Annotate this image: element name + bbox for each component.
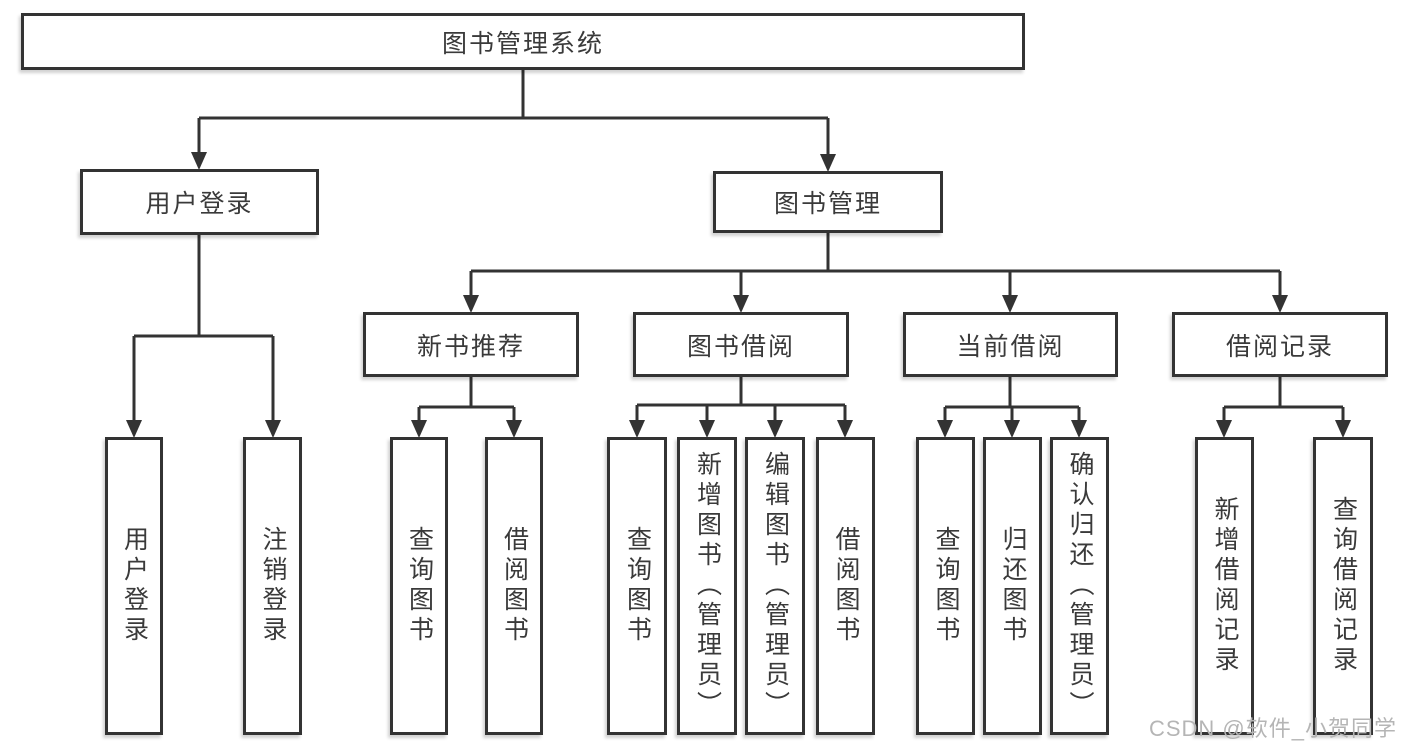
node-label: 图书管理系统 [441,29,604,58]
node-label: 查询图书 [405,526,434,646]
node-add-borrow-record: 新增借阅记录 [1195,437,1254,735]
node-label: 编辑图书（管理员） [761,451,790,721]
node-label: 借阅图书 [832,526,860,646]
node-label: 用户登录 [120,526,149,646]
node-confirm-return-admin: 确认归还（管理员） [1050,437,1109,735]
node-label: 当前借阅 [956,332,1065,361]
node-label: 借阅记录 [1225,332,1334,361]
node-label: 新增借阅记录 [1211,496,1239,676]
node-edit-books-admin: 编辑图书（管理员） [745,437,805,735]
arrowheads [126,152,1351,438]
node-borrow-books-action: 借阅图书 [816,437,875,735]
node-user-login: 用户登录 [80,169,319,235]
node-label: 注销登录 [259,526,287,646]
node-label: 归还图书 [999,526,1027,646]
node-book-borrowing: 图书借阅 [633,312,849,377]
node-label: 图书借阅 [686,332,795,361]
node-label: 确认归还（管理员） [1066,451,1094,721]
node-query-books-borrowing: 查询图书 [607,437,667,735]
node-label: 用户登录 [145,190,254,218]
node-borrowing-records: 借阅记录 [1172,312,1388,377]
node-label: 查询借阅记录 [1329,496,1358,676]
node-label: 查询图书 [932,526,960,646]
node-label: 新增图书（管理员） [693,451,722,721]
csdn-watermark: CSDN @软件_小贺同学 [1148,716,1397,741]
node-label: 新书推荐 [416,332,525,361]
node-query-books-current: 查询图书 [916,437,975,735]
node-new-book-recommend: 新书推荐 [363,312,579,377]
node-add-books-admin: 新增图书（管理员） [677,437,737,735]
node-label: 借阅图书 [500,526,529,646]
node-library-system: 图书管理系统 [21,13,1025,70]
node-user-login-action: 用户登录 [105,437,163,735]
node-label: 图书管理 [773,190,882,218]
node-logout-action: 注销登录 [243,437,302,735]
node-query-borrow-record: 查询借阅记录 [1313,437,1373,735]
node-current-borrowing: 当前借阅 [903,312,1118,377]
node-book-management: 图书管理 [713,171,943,233]
node-query-books-recommend: 查询图书 [390,437,448,735]
node-label: 查询图书 [623,526,652,646]
node-return-books: 归还图书 [983,437,1042,735]
node-borrow-books-recommend: 借阅图书 [485,437,543,735]
